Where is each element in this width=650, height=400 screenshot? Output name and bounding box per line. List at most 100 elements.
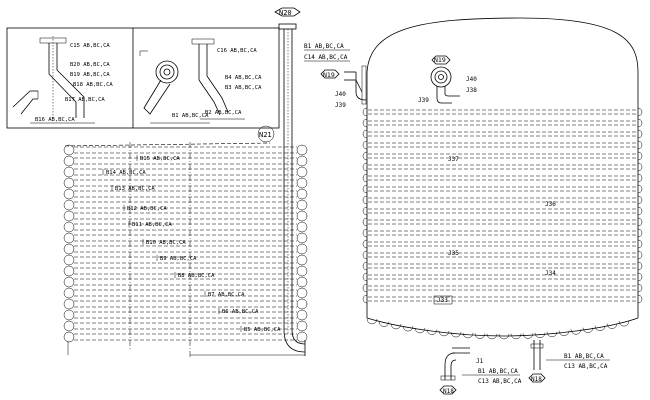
- jacket-row: [362, 217, 643, 227]
- coil-row: [63, 276, 308, 288]
- jacket-scallop: [486, 333, 498, 340]
- jacket-scallop: [546, 331, 558, 338]
- jacket-scallop: [582, 327, 594, 333]
- label-b1: B1 AB,BC,CA: [172, 113, 209, 119]
- coil-label: B11 AB,BC,CA: [132, 222, 172, 228]
- label-j40-right: J40: [466, 76, 477, 83]
- label-j37: J37: [448, 156, 459, 163]
- coil-row: [63, 287, 308, 299]
- jacket-row: [362, 162, 643, 172]
- label-j38: J38: [466, 87, 477, 94]
- coil-row: [63, 320, 308, 332]
- coil-label: B6 AB,BC,CA: [222, 309, 259, 315]
- jacket-row: [362, 239, 643, 249]
- coil-label: B13 AB,BC,CA: [115, 186, 155, 192]
- jacket-row: [362, 118, 643, 128]
- jacket-rows: [362, 107, 643, 304]
- jacket-scallop: [594, 325, 606, 331]
- jacket-scallop: [366, 318, 378, 325]
- label-c16: C16 AB,BC,CA: [217, 48, 257, 54]
- coil-label: B12 AB,BC,CA: [127, 206, 167, 212]
- label-c13-bottom-left: C13 AB,BC,CA: [478, 378, 522, 385]
- coil-row: [63, 309, 308, 321]
- jacket-scallop: [570, 329, 582, 335]
- jacket-scallop: [522, 333, 534, 339]
- jacket-row: [362, 195, 643, 205]
- jacket-scallop: [438, 330, 450, 337]
- label-c13-bottom-right: C13 AB,BC,CA: [564, 363, 608, 370]
- coil-label: B7 AB,BC,CA: [208, 292, 245, 298]
- jacket-scallop: [402, 326, 414, 332]
- jacket-row: [362, 129, 643, 139]
- coil-row: [63, 331, 308, 343]
- jacket-scallop: [390, 323, 402, 330]
- label-c15: C15 AB,BC,CA: [70, 43, 110, 49]
- jacket-scallop: [606, 323, 618, 329]
- coil-row: [63, 221, 308, 233]
- jacket-row: [362, 140, 643, 150]
- coil-row: [63, 166, 308, 178]
- label-b2: B2 AB,BC,CA: [205, 110, 242, 116]
- label-b18: B18 AB,BC,CA: [73, 82, 113, 88]
- label-b1-bottom-left: B1 AB,BC,CA: [478, 368, 518, 375]
- jacket-scallop: [462, 332, 474, 339]
- nozzle-n18-left-tag: N18: [443, 388, 454, 395]
- bottom-right-nozzle: [528, 340, 546, 383]
- label-j36: J36: [545, 201, 556, 208]
- jacket-row: [362, 206, 643, 216]
- coil-label: B15 AB,BC,CA: [140, 156, 180, 162]
- jacket-row: [362, 261, 643, 271]
- coil-row: [63, 298, 308, 310]
- jacket-row: [362, 283, 643, 293]
- jacket-row: [362, 184, 643, 194]
- label-j40-left: J40: [335, 91, 346, 98]
- coil-row: [63, 144, 308, 156]
- jacket-row: [362, 294, 643, 304]
- coil-label: B8 AB,BC,CA: [178, 273, 215, 279]
- label-b1-top: B1 AB,BC,CA: [304, 43, 344, 50]
- coil-row: [63, 210, 308, 222]
- coil-row: [63, 243, 308, 255]
- jacket-scallop: [534, 332, 546, 338]
- jacket-row: [362, 107, 643, 117]
- label-j39-right: J39: [418, 97, 429, 104]
- jacket-row: [362, 250, 643, 260]
- label-j33: J33: [437, 297, 448, 304]
- nozzle-n19-shell-tag: N19: [323, 71, 335, 79]
- label-b17: B17 AB,BC,CA: [65, 97, 105, 103]
- label-b19: B19 AB,BC,CA: [70, 72, 110, 78]
- label-b4: B4 AB,BC,CA: [225, 75, 262, 81]
- coil-row: [63, 155, 308, 167]
- jacket-scallop: [378, 321, 390, 327]
- coil-label: B10 AB,BC,CA: [146, 240, 186, 246]
- label-b1-bottom-right: B1 AB,BC,CA: [564, 353, 604, 360]
- jacket-row: [362, 151, 643, 161]
- jacket-scallop: [558, 330, 570, 336]
- coil-row: [63, 232, 308, 244]
- head-nozzle-n19: [430, 55, 460, 104]
- nozzle-n18-right-tag: N18: [531, 376, 542, 383]
- nozzle-n19-head-tag: N19: [434, 56, 446, 64]
- label-b3: B3 AB,BC,CA: [225, 85, 262, 91]
- jacket-scallop: [618, 321, 630, 327]
- label-c14: C14 AB,BC,CA: [304, 54, 348, 61]
- detail-right-pipe: [139, 38, 229, 116]
- vessel-shell: [362, 17, 643, 340]
- jacket-scallop: [426, 329, 438, 335]
- coil-row: [63, 265, 308, 277]
- jacket-row: [362, 173, 643, 183]
- coil-label: B9 AB,BC,CA: [160, 256, 197, 262]
- label-j35: J35: [448, 250, 459, 257]
- label-j34: J34: [545, 270, 556, 277]
- detail-left-pipe: [12, 36, 85, 118]
- nozzle-n20-tag: N20: [279, 9, 292, 17]
- coil-label: B5 AB,BC,CA: [244, 327, 281, 333]
- bottom-left-nozzle: [439, 347, 470, 395]
- riser-pipe: [274, 7, 306, 356]
- side-nozzle-n19: [320, 65, 367, 105]
- coil-rows: B15 AB,BC,CA B14 AB,BC,CA B13 AB,BC,CA B12 …: [63, 144, 308, 343]
- coil-label: B14 AB,BC,CA: [106, 170, 146, 176]
- label-b16: B16 AB,BC,CA: [35, 117, 75, 123]
- label-j39-left: J39: [335, 102, 346, 109]
